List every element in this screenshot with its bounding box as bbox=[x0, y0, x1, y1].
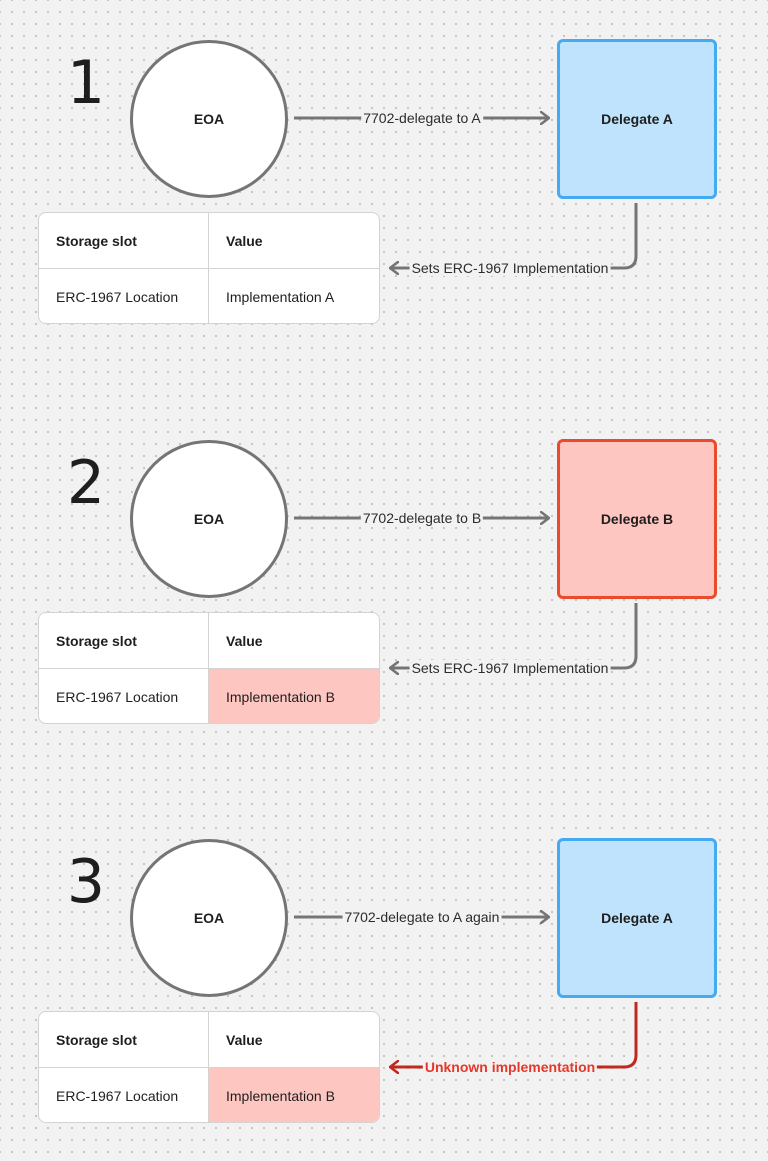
step-number: 1 bbox=[66, 48, 106, 118]
table-row: ERC-1967 Location Implementation B bbox=[39, 1067, 379, 1122]
eoa-label: EOA bbox=[193, 111, 225, 127]
storage-table: Storage slot Value ERC-1967 Location Imp… bbox=[38, 1011, 380, 1123]
eoa-node: EOA bbox=[130, 839, 288, 997]
storage-slot-cell: ERC-1967 Location bbox=[39, 269, 209, 323]
table-row: ERC-1967 Location Implementation B bbox=[39, 668, 379, 723]
eoa-node: EOA bbox=[130, 40, 288, 198]
delegate-edge-label: 7702-delegate to A again bbox=[342, 909, 502, 925]
header-value: Value bbox=[226, 232, 263, 249]
warning-edge-label: Unknown implementation bbox=[422, 1059, 598, 1075]
delegate-edge-label: 7702-delegate to A bbox=[361, 110, 483, 126]
delegate-label: Delegate A bbox=[601, 910, 673, 926]
eoa-node: EOA bbox=[130, 440, 288, 598]
delegate-node: Delegate A bbox=[557, 838, 717, 998]
step-number: 2 bbox=[66, 448, 106, 518]
table-header-row: Storage slot Value bbox=[39, 213, 379, 268]
delegate-label: Delegate B bbox=[600, 511, 674, 527]
table-row: ERC-1967 Location Implementation A bbox=[39, 268, 379, 323]
header-storage-slot: Storage slot bbox=[39, 613, 209, 668]
header-storage-slot: Storage slot bbox=[39, 1012, 209, 1067]
value-cell: Implementation A bbox=[226, 288, 335, 305]
delegate-label: Delegate A bbox=[601, 111, 673, 127]
storage-slot-cell: ERC-1967 Location bbox=[39, 669, 209, 723]
delegate-node: Delegate B bbox=[557, 439, 717, 599]
storage-arrow-red bbox=[390, 1002, 638, 1067]
storage-slot-cell: ERC-1967 Location bbox=[39, 1068, 209, 1122]
table-header-row: Storage slot Value bbox=[39, 613, 379, 668]
step-number: 3 bbox=[66, 847, 106, 917]
storage-edge-label: Sets ERC-1967 Implementation bbox=[409, 260, 611, 276]
storage-table: Storage slot Value ERC-1967 Location Imp… bbox=[38, 212, 380, 324]
table-header-row: Storage slot Value bbox=[39, 1012, 379, 1067]
value-cell-highlighted: Implementation B bbox=[209, 669, 379, 723]
step-2: 2 EOA Delegate B 7702-delegate to B Sets… bbox=[0, 400, 768, 724]
header-value: Value bbox=[226, 1031, 263, 1048]
storage-table: Storage slot Value ERC-1967 Location Imp… bbox=[38, 612, 380, 724]
value-cell-highlighted: Implementation B bbox=[209, 1068, 379, 1122]
delegate-node: Delegate A bbox=[557, 39, 717, 199]
step-1: 1 EOA Delegate A 7702-delegate to A Sets… bbox=[0, 0, 768, 324]
storage-edge-label: Sets ERC-1967 Implementation bbox=[409, 660, 611, 676]
delegate-edge-label: 7702-delegate to B bbox=[360, 510, 484, 526]
step-3: 3 EOA Delegate A 7702-delegate to A agai… bbox=[0, 799, 768, 1123]
storage-arrow bbox=[390, 603, 638, 668]
header-storage-slot: Storage slot bbox=[39, 213, 209, 268]
storage-arrow bbox=[390, 203, 638, 268]
eoa-label: EOA bbox=[193, 910, 225, 926]
header-value: Value bbox=[226, 632, 263, 649]
eoa-label: EOA bbox=[193, 511, 225, 527]
